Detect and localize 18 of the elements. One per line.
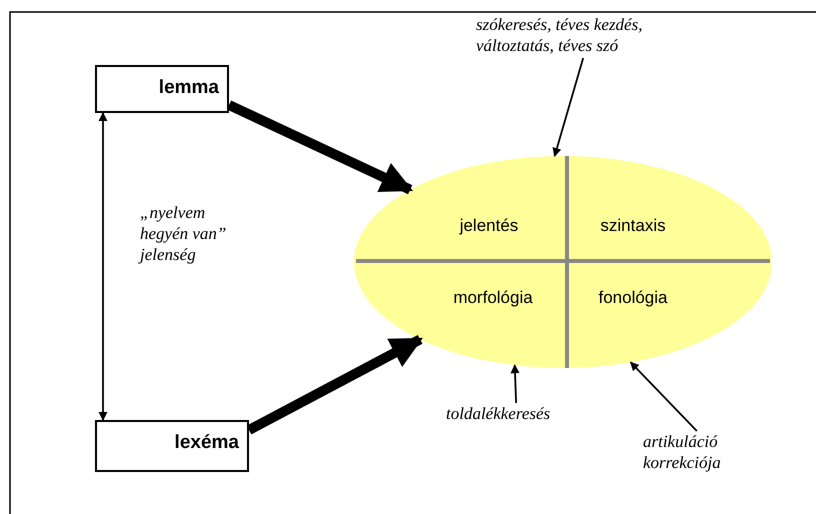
section-label: szintaxis [600,216,666,236]
process-box [95,420,249,472]
arrow [510,364,520,404]
arrow [552,58,584,157]
section-label: jelentés [460,216,518,236]
arrow [630,362,698,432]
section-label: fonológia [598,288,668,308]
box-label: lexéma [174,432,239,453]
box-label: lemma [158,77,219,98]
arrow [98,112,108,421]
annotation-text: „nyelvem hegyén van” jelenség [140,202,228,265]
annotation-text: toldalékkeresés [446,404,550,423]
thick-arrow [246,334,423,434]
process-box [95,65,229,113]
thick-arrow [226,100,414,194]
section-label: morfológia [453,288,533,308]
annotation-text: szókeresés, téves kezdés, változtatás, téves szó [476,15,642,55]
annotation-text: artikuláció korrekciója [643,432,721,472]
